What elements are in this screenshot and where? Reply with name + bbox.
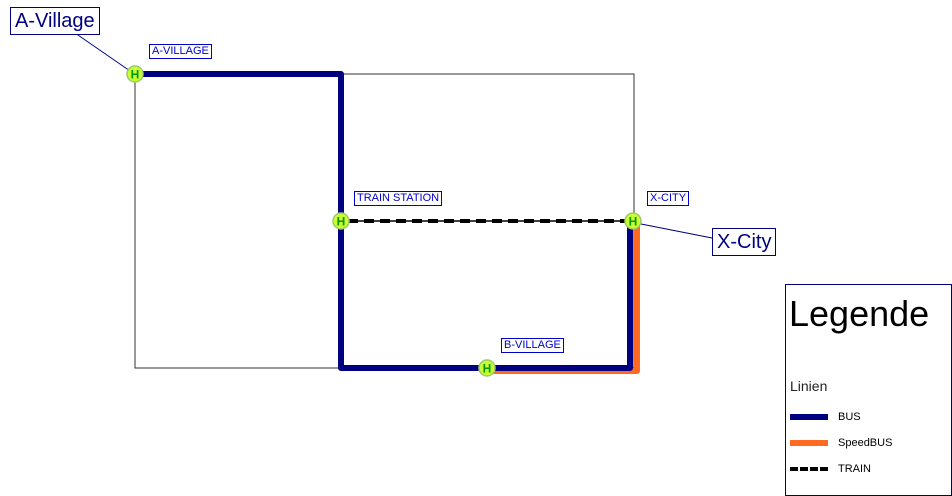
stop-markers: H H H H: [126, 65, 642, 377]
train-swatch-icon: [790, 467, 828, 471]
stop-x-city-marker[interactable]: H: [624, 212, 642, 230]
stop-b-village-marker[interactable]: H: [478, 359, 496, 377]
bus-swatch-icon: [790, 414, 828, 420]
stop-a-village-marker[interactable]: H: [126, 65, 144, 83]
stop-label-x-city: X-CITY: [647, 191, 690, 206]
legend-label: TRAIN: [838, 463, 871, 475]
callout-a-village: A-Village: [10, 7, 100, 35]
svg-text:H: H: [131, 68, 140, 82]
legend-item-train: TRAIN: [790, 461, 871, 477]
stop-label-a-village: A-VILLAGE: [149, 44, 212, 59]
stop-label-train-station: TRAIN STATION: [354, 191, 443, 206]
legend-label: SpeedBUS: [838, 437, 893, 449]
bus-line[interactable]: [135, 71, 633, 371]
callout-leader-x-city: [635, 222, 713, 239]
speedbus-swatch-icon: [790, 440, 828, 446]
stop-label-b-village: B-VILLAGE: [501, 338, 564, 353]
svg-text:H: H: [629, 215, 638, 229]
callout-x-city: X-City: [712, 228, 777, 256]
legend-label: BUS: [838, 411, 861, 423]
callout-leader-a-village: [74, 32, 134, 74]
legend-item-speedbus: SpeedBUS: [790, 435, 892, 451]
legend-subtitle: Linien: [790, 378, 828, 394]
legend: Legende Linien BUS SpeedBUS TRAIN: [785, 284, 952, 496]
svg-text:H: H: [483, 362, 492, 376]
legend-item-bus: BUS: [790, 409, 861, 425]
area-west: [134, 73, 342, 369]
legend-title: Legende: [789, 293, 930, 334]
svg-text:H: H: [337, 215, 346, 229]
stop-train-station-marker[interactable]: H: [332, 212, 350, 230]
